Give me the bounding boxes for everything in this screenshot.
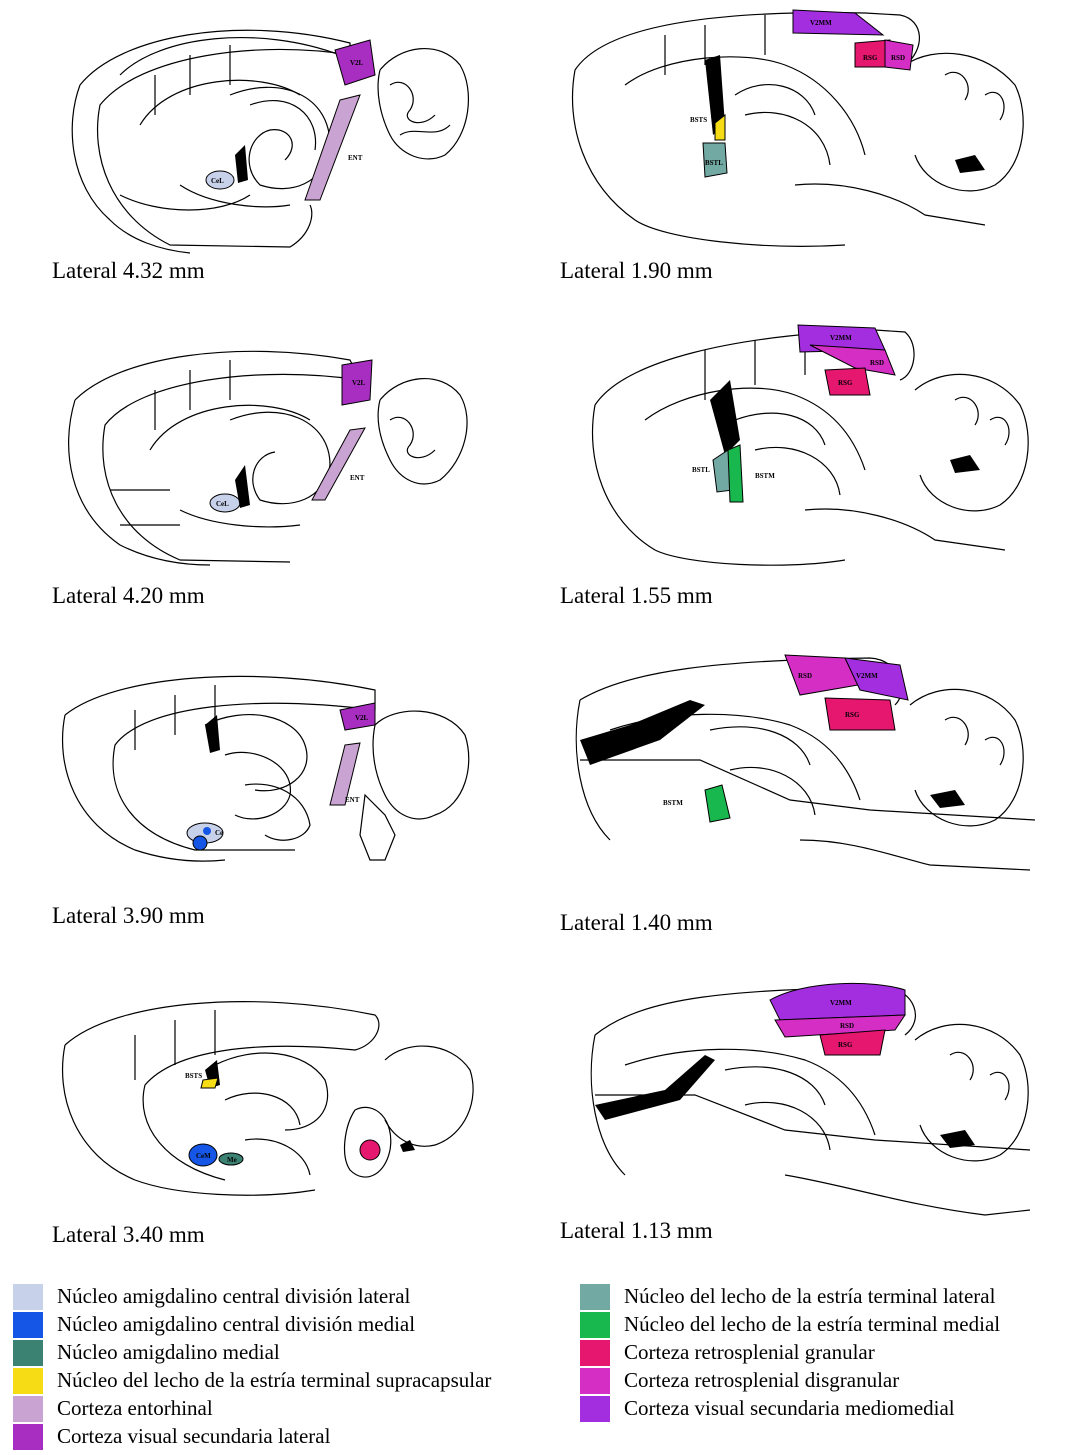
legend-swatch-rsg (580, 1340, 610, 1366)
legend-label-v2l: Corteza visual secundaria lateral (57, 1422, 330, 1450)
panel-lateral-3-90: V2L ENT Ce (55, 665, 485, 870)
label-cel: CeL (216, 500, 229, 508)
label-rsg: RSG (838, 379, 853, 387)
label-bstl: BSTL (705, 159, 723, 167)
label-rsd: RSD (798, 672, 812, 680)
legend-right: Núcleo del lecho de la estría terminal l… (580, 1268, 1070, 1428)
caption-lateral-1-13: Lateral 1.13 mm (560, 1218, 713, 1244)
label-ce: Ce (215, 829, 223, 837)
label-ent: ENT (350, 474, 365, 482)
region-ent (305, 95, 360, 200)
legend-swatch-rsd (580, 1368, 610, 1394)
panel-lateral-3-40: BSTS CeM Me (55, 990, 485, 1205)
label-ent: ENT (345, 796, 360, 804)
caption-lateral-1-40: Lateral 1.40 mm (560, 910, 713, 936)
label-cem: CeM (196, 1152, 211, 1160)
region-rsg (825, 698, 895, 730)
label-v2mm: V2MM (830, 999, 852, 1007)
label-cel: CeL (211, 177, 224, 185)
panel-lateral-1-13: V2MM RSD RSG (585, 975, 1035, 1220)
legend-label-rsg: Corteza retrosplenial granular (624, 1338, 875, 1366)
caption-lateral-4-32: Lateral 4.32 mm (52, 258, 205, 284)
caption-lateral-1-55: Lateral 1.55 mm (560, 583, 713, 609)
legend-swatch-v2l (13, 1424, 43, 1450)
label-rsd: RSD (840, 1022, 854, 1030)
label-ent: ENT (348, 154, 363, 162)
legend-swatch-bstl (580, 1284, 610, 1310)
brain-section-lateral-4-32: V2L ENT CeL (60, 15, 480, 265)
brain-section-lateral-1-40: RSD V2MM RSG BSTM (570, 650, 1035, 885)
brain-section-lateral-3-40: BSTS CeM Me (55, 990, 485, 1205)
legend-swatch-bsts (13, 1368, 43, 1394)
region-bsts (201, 1078, 218, 1088)
legend-label-ent: Corteza entorhinal (57, 1394, 213, 1422)
panel-lateral-1-40: RSD V2MM RSG BSTM (570, 650, 1035, 885)
panel-lateral-1-90: V2MM RSG RSD BSTS BSTL (565, 5, 1040, 260)
region-bstm (728, 445, 743, 502)
legend-label-bstl: Núcleo del lecho de la estría terminal l… (624, 1282, 995, 1310)
label-v2l: V2L (355, 714, 369, 722)
brain-section-lateral-1-13: V2MM RSD RSG (585, 975, 1035, 1220)
panel-lateral-1-55: V2MM RSD RSG BSTL BSTM (585, 320, 1040, 575)
legend-swatch-v2mm (580, 1396, 610, 1422)
label-v2mm: V2MM (810, 19, 832, 27)
label-rsd: RSD (870, 359, 884, 367)
label-rsg: RSG (838, 1041, 853, 1049)
caption-lateral-1-90: Lateral 1.90 mm (560, 258, 713, 284)
caption-lateral-3-40: Lateral 3.40 mm (52, 1222, 205, 1248)
panel-lateral-4-32: V2L ENT CeL (60, 15, 480, 265)
label-rsd: RSD (891, 54, 905, 62)
label-v2l: V2L (350, 59, 364, 67)
caption-lateral-3-90: Lateral 3.90 mm (52, 903, 205, 929)
legend-swatch-cem (13, 1312, 43, 1338)
label-me: Me (227, 1156, 237, 1164)
label-v2mm: V2MM (856, 672, 878, 680)
legend-label-me: Núcleo amigdalino medial (57, 1338, 280, 1366)
brain-section-lateral-1-55: V2MM RSD RSG BSTL BSTM (585, 320, 1040, 575)
label-bsts: BSTS (185, 1072, 202, 1080)
region-ent (312, 428, 365, 500)
legend-left: Núcleo amigdalino central división later… (13, 1268, 573, 1450)
brain-section-lateral-1-90: V2MM RSG RSD BSTS BSTL (565, 5, 1040, 260)
region-ce-medial (193, 836, 207, 850)
legend-label-v2mm: Corteza visual secundaria mediomedial (624, 1394, 955, 1422)
region-rsg (820, 1030, 885, 1055)
brain-section-lateral-3-90: V2L ENT Ce (55, 665, 485, 870)
legend-label-cem: Núcleo amigdalino central división media… (57, 1310, 415, 1338)
label-bstl: BSTL (692, 466, 710, 474)
panel-lateral-4-20: V2L ENT CeL (60, 340, 480, 585)
legend-swatch-ent (13, 1396, 43, 1422)
label-bstm: BSTM (663, 799, 683, 807)
label-bstm: BSTM (755, 472, 775, 480)
legend-label-bstm: Núcleo del lecho de la estría terminal m… (624, 1310, 1000, 1338)
label-rsg: RSG (863, 54, 878, 62)
label-v2l: V2L (352, 379, 366, 387)
caption-lateral-4-20: Lateral 4.20 mm (52, 583, 205, 609)
legend-label-cel: Núcleo amigdalino central división later… (57, 1282, 410, 1310)
legend-swatch-cel (13, 1284, 43, 1310)
brain-section-lateral-4-20: V2L ENT CeL (60, 340, 480, 585)
legend-label-rsd: Corteza retrosplenial disgranular (624, 1366, 899, 1394)
legend-swatch-bstm (580, 1312, 610, 1338)
legend-label-bsts: Núcleo del lecho de la estría terminal s… (57, 1366, 491, 1394)
legend-swatch-me (13, 1340, 43, 1366)
label-rsg: RSG (845, 711, 860, 719)
label-bsts: BSTS (690, 116, 707, 124)
label-v2mm: V2MM (830, 334, 852, 342)
region-ce-medial-spot (203, 827, 211, 835)
region-bstm (705, 785, 730, 822)
